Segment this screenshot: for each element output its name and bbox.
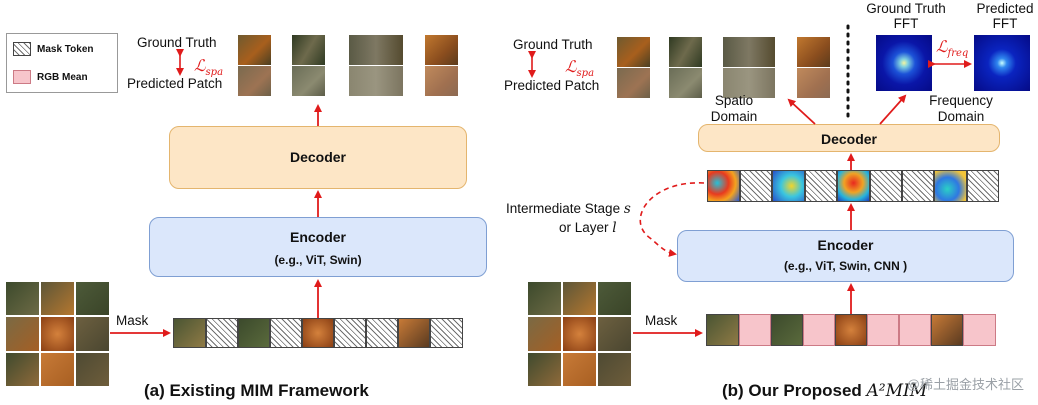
predicted-patch bbox=[238, 66, 271, 96]
mask-token bbox=[902, 170, 934, 202]
left-decoder-block: Decoder bbox=[169, 126, 467, 189]
feature-token bbox=[934, 170, 967, 202]
visible-token bbox=[238, 318, 270, 348]
mask-token bbox=[270, 318, 302, 348]
input-image-grid bbox=[6, 282, 109, 386]
rgb-mean-token bbox=[803, 314, 835, 346]
mask-token bbox=[206, 318, 238, 348]
mask-token-swatch bbox=[13, 42, 31, 56]
decoder-frequency-arrow bbox=[879, 94, 907, 125]
predicted-patch bbox=[669, 68, 702, 98]
visible-token bbox=[173, 318, 206, 348]
frequency-loss: ℒfreq bbox=[936, 37, 969, 60]
predicted-patch bbox=[292, 66, 325, 96]
gt-patch bbox=[617, 37, 650, 67]
legend-mask-token-label: Mask Token bbox=[37, 44, 94, 55]
mask-token bbox=[740, 170, 772, 202]
visible-token bbox=[398, 318, 430, 348]
right-caption: (b) Our Proposed A²MIM bbox=[722, 381, 928, 401]
left-mask-label: Mask bbox=[116, 313, 149, 328]
visible-token bbox=[931, 314, 963, 346]
feature-token bbox=[772, 170, 805, 202]
legend-rgb-mean-label: RGB Mean bbox=[37, 72, 88, 83]
pred-fft-label: Predicted FFT bbox=[976, 1, 1034, 31]
legend: Mask Token RGB Mean bbox=[6, 33, 118, 93]
decoder-spatial-arrow bbox=[787, 98, 816, 125]
gt-patch bbox=[292, 35, 325, 65]
watermark: @稀土掘金技术社区 bbox=[906, 377, 1024, 392]
gt-fft-spectrum bbox=[876, 35, 932, 91]
right-encoder-examples: (e.g., ViT, Swin, CNN ) bbox=[783, 259, 908, 273]
left-spatial-loss: ℒspa bbox=[194, 56, 224, 79]
gt-patch bbox=[238, 35, 271, 65]
intermediate-stage-label: Intermediate Stage s bbox=[506, 201, 631, 217]
mask-token bbox=[334, 318, 366, 348]
right-decoder-block: Decoder bbox=[698, 124, 1000, 152]
left-ground-truth-label: Ground Truth bbox=[137, 35, 217, 50]
pred-fft-spectrum bbox=[974, 35, 1030, 91]
rgb-mean-token bbox=[867, 314, 899, 346]
right-mask-label: Mask bbox=[645, 313, 678, 328]
left-encoder-label: Encoder bbox=[289, 229, 346, 245]
frequency-domain-label: Frequency Domain bbox=[929, 93, 993, 124]
mask-token bbox=[805, 170, 837, 202]
predicted-patch bbox=[723, 68, 775, 98]
predicted-patch bbox=[797, 68, 830, 98]
visible-token bbox=[302, 318, 334, 348]
intermediate-stage-curve bbox=[639, 182, 705, 257]
feature-token bbox=[707, 170, 740, 202]
mask-token bbox=[366, 318, 398, 348]
visible-token bbox=[835, 314, 867, 346]
visible-token bbox=[771, 314, 803, 346]
gt-patch bbox=[349, 35, 403, 65]
rgb-mean-token bbox=[899, 314, 931, 346]
left-encoder-block: Encoder (e.g., ViT, Swin) bbox=[149, 217, 487, 277]
right-encoder-block: Encoder (e.g., ViT, Swin, CNN ) bbox=[677, 230, 1014, 282]
predicted-patch bbox=[425, 66, 458, 96]
right-decoder-label: Decoder bbox=[820, 131, 878, 147]
left-predicted-patch-label: Predicted Patch bbox=[127, 76, 223, 91]
right-ground-truth-label: Ground Truth bbox=[513, 37, 593, 52]
gt-fft-label: Ground Truth FFT bbox=[866, 1, 946, 31]
mask-token bbox=[870, 170, 902, 202]
gt-patch bbox=[723, 37, 775, 67]
right-encoder-label: Encoder bbox=[817, 237, 874, 253]
predicted-patch bbox=[617, 68, 650, 98]
or-layer-label: or Layer l bbox=[559, 220, 617, 236]
visible-token bbox=[706, 314, 739, 346]
left-decoder-label: Decoder bbox=[289, 149, 347, 165]
input-image-grid bbox=[528, 282, 631, 386]
mask-token bbox=[967, 170, 999, 202]
left-caption: (a) Existing MIM Framework bbox=[144, 381, 369, 400]
rgb-mean-swatch bbox=[13, 70, 31, 84]
rgb-mean-token bbox=[739, 314, 771, 346]
mask-token bbox=[430, 318, 463, 348]
rgb-mean-token bbox=[963, 314, 996, 346]
spatio-domain-label: Spatio Domain bbox=[710, 93, 758, 124]
right-spatial-loss: ℒspa bbox=[565, 57, 595, 80]
gt-patch bbox=[425, 35, 458, 65]
right-predicted-patch-label: Predicted Patch bbox=[504, 78, 600, 93]
gt-patch bbox=[797, 37, 830, 67]
feature-token bbox=[837, 170, 870, 202]
left-encoder-examples: (e.g., ViT, Swin) bbox=[274, 253, 362, 267]
predicted-patch bbox=[349, 66, 403, 96]
gt-patch bbox=[669, 37, 702, 67]
